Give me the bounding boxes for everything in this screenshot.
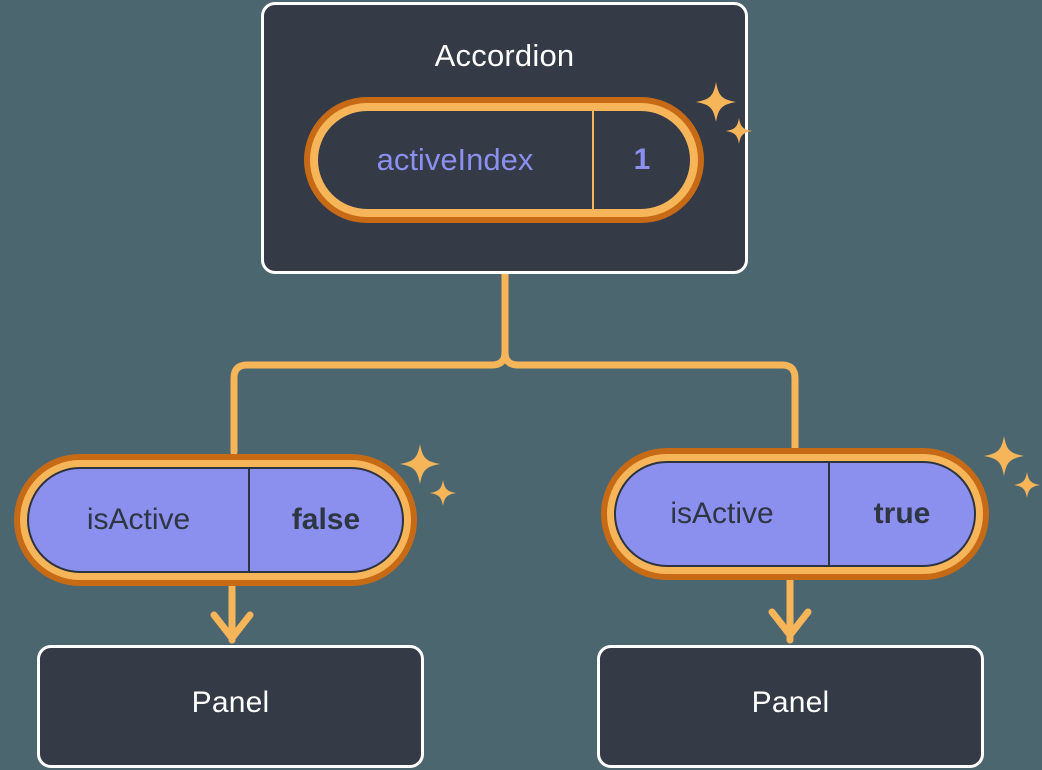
component-card-panel-right[interactable]: Panel bbox=[597, 645, 984, 768]
sparkle-icon-group-right bbox=[980, 436, 1042, 512]
state-pill-body: isActive false bbox=[27, 467, 404, 573]
state-pill-active-index[interactable]: activeIndex 1 bbox=[304, 97, 704, 223]
state-pill-ring: activeIndex 1 bbox=[310, 103, 698, 217]
sparkle-icon-small bbox=[1014, 472, 1040, 498]
component-title-panel-left: Panel bbox=[191, 686, 270, 719]
state-key-is-active-left: isActive bbox=[86, 503, 191, 536]
sparkle-icon-large bbox=[400, 444, 440, 484]
component-title-panel-right: Panel bbox=[751, 686, 830, 719]
arrowhead-right-panel bbox=[768, 608, 812, 639]
component-title-accordion: Accordion bbox=[434, 38, 575, 73]
state-value-is-active-right: true bbox=[828, 463, 974, 565]
state-pill-body: activeIndex 1 bbox=[317, 110, 691, 210]
state-pill-ring: isActive true bbox=[607, 454, 983, 574]
state-value-is-active-left: false bbox=[248, 469, 402, 571]
state-pill-is-active-true[interactable]: isActive true bbox=[601, 448, 989, 580]
state-pill-body: isActive true bbox=[614, 461, 976, 567]
state-pill-is-active-false[interactable]: isActive false bbox=[14, 454, 417, 586]
edge-split-to-left bbox=[230, 348, 509, 456]
component-card-panel-left[interactable]: Panel bbox=[37, 645, 424, 768]
arrowhead-left-panel bbox=[210, 611, 254, 642]
state-value-active-index: 1 bbox=[592, 111, 690, 209]
edge-split-to-right bbox=[501, 348, 799, 452]
sparkle-icon-small bbox=[430, 480, 456, 506]
state-key-is-active-right: isActive bbox=[670, 497, 774, 530]
state-key-active-index: activeIndex bbox=[376, 142, 534, 177]
sparkle-icon-large bbox=[984, 436, 1024, 476]
state-pill-ring: isActive false bbox=[20, 460, 411, 580]
